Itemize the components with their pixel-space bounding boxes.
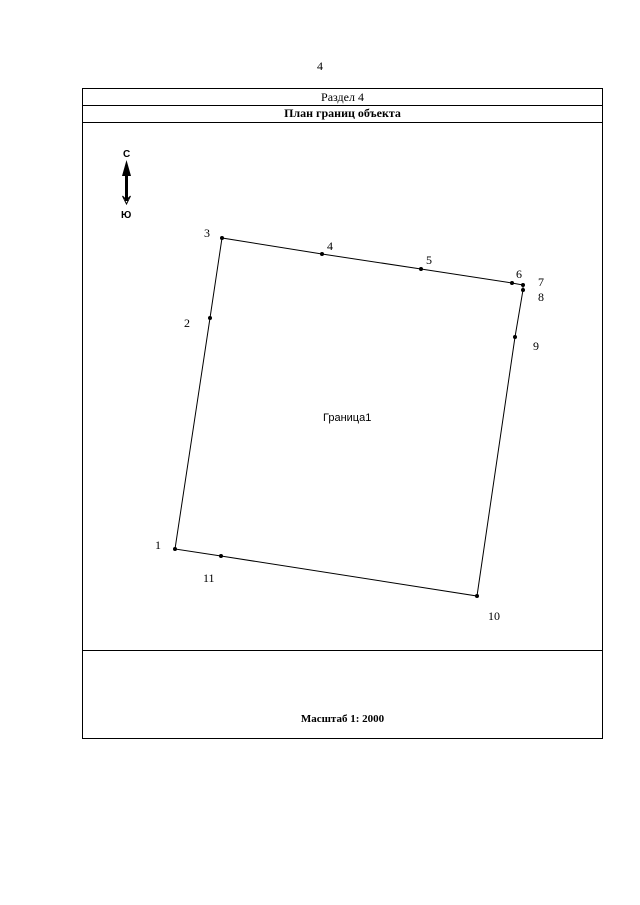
point-label: 5	[426, 253, 432, 267]
section-label: Раздел 4	[83, 89, 602, 106]
point-label: 8	[538, 290, 544, 304]
point-label: 7	[538, 275, 544, 289]
point-marker	[419, 267, 423, 271]
point-marker	[219, 554, 223, 558]
point-label: 11	[203, 571, 215, 585]
point-label: 4	[327, 239, 333, 253]
section-title: План границ объекта	[83, 105, 602, 123]
point-marker	[513, 335, 517, 339]
section-frame: Раздел 4 План границ объекта Масштаб 1: …	[82, 88, 603, 739]
point-label: 3	[204, 226, 210, 240]
point-label: 9	[533, 339, 539, 353]
point-marker	[208, 316, 212, 320]
point-labels: 1 2 3 4 5 6 7 8 9 10 11	[155, 226, 544, 623]
point-marker	[510, 281, 514, 285]
compass-north-label: С	[123, 149, 130, 160]
point-marker	[320, 252, 324, 256]
point-marker	[521, 288, 525, 292]
point-label: 10	[488, 609, 500, 623]
plan-area	[83, 122, 602, 651]
page-number: 4	[317, 59, 323, 73]
north-arrow-icon: С Ю	[121, 149, 131, 221]
compass-south-label: Ю	[121, 210, 131, 221]
point-label: 6	[516, 267, 522, 281]
parcel-boundary	[174, 237, 524, 597]
point-marker	[220, 236, 224, 240]
point-label: 1	[155, 538, 161, 552]
point-label: 2	[184, 316, 190, 330]
scale-label: Масштаб 1: 2000	[300, 713, 385, 725]
boundary-points	[173, 236, 525, 598]
point-marker	[475, 594, 479, 598]
parcel-label: Граница1	[323, 412, 371, 424]
point-marker	[521, 283, 525, 287]
point-marker	[173, 547, 177, 551]
